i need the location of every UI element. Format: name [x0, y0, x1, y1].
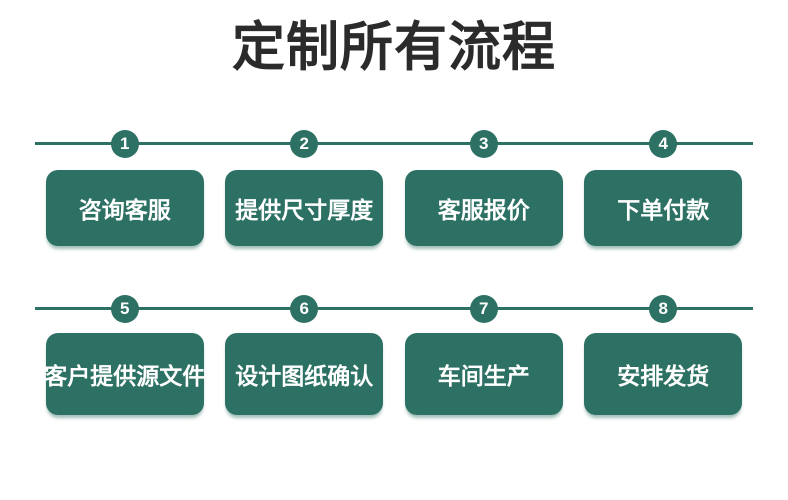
step-number-badge: 5: [110, 295, 139, 323]
timeline-row-2: 5 6 7 8: [35, 295, 753, 323]
timeline-node: 7: [394, 295, 574, 323]
step-box: 客户提供源文件: [44, 333, 206, 415]
timeline-line: [35, 307, 753, 310]
step-label: 咨询客服: [78, 197, 171, 223]
timeline-row-1: 1 2 3 4: [35, 130, 753, 158]
step-box: 客服报价: [404, 170, 563, 246]
step-box: 下单付款: [584, 170, 743, 246]
step-label: 下单付款: [617, 197, 710, 223]
flow-row-1: 1 2 3 4 咨询客服 提供尺寸厚度: [35, 130, 753, 246]
timeline-node: 2: [215, 130, 395, 158]
step-cell: 下单付款: [574, 170, 754, 246]
step-label: 车间生产: [437, 363, 530, 389]
step-box: 设计图纸确认: [225, 333, 384, 415]
step-boxes-row-2: 客户提供源文件 设计图纸确认 车间生产 安排发货: [35, 333, 753, 415]
step-number-badge: 7: [469, 295, 498, 323]
step-label: 安排发货: [617, 363, 710, 389]
step-cell: 设计图纸确认: [215, 333, 395, 415]
flow-row-2: 5 6 7 8 客户提供源文件 设计图纸确认: [35, 295, 753, 415]
timeline-node: 5: [35, 295, 215, 323]
step-number-badge: 6: [290, 295, 319, 323]
step-cell: 客户提供源文件: [35, 333, 215, 415]
step-cell: 安排发货: [574, 333, 754, 415]
step-box: 车间生产: [404, 333, 563, 415]
step-cell: 客服报价: [394, 170, 574, 246]
timeline-node: 4: [574, 130, 754, 158]
timeline-node: 1: [35, 130, 215, 158]
step-label: 客户提供源文件: [44, 363, 206, 389]
step-box: 咨询客服: [45, 170, 204, 246]
step-box: 安排发货: [584, 333, 743, 415]
step-number-badge: 3: [469, 130, 498, 158]
timeline-line: [35, 142, 753, 145]
timeline-node: 3: [394, 130, 574, 158]
step-label: 设计图纸确认: [235, 363, 374, 389]
process-flow: 1 2 3 4 咨询客服 提供尺寸厚度: [35, 130, 753, 415]
page-title: 定制所有流程: [232, 18, 556, 77]
timeline-node: 6: [215, 295, 395, 323]
step-label: 提供尺寸厚度: [235, 197, 374, 223]
timeline-node: 8: [574, 295, 754, 323]
step-cell: 车间生产: [394, 333, 574, 415]
step-number-badge: 2: [290, 130, 319, 158]
step-number-badge: 4: [649, 130, 678, 158]
step-cell: 提供尺寸厚度: [215, 170, 395, 246]
step-label: 客服报价: [437, 197, 530, 223]
step-number-badge: 1: [110, 130, 139, 158]
step-boxes-row-1: 咨询客服 提供尺寸厚度 客服报价 下单付款: [35, 170, 753, 246]
step-cell: 咨询客服: [35, 170, 215, 246]
step-box: 提供尺寸厚度: [225, 170, 384, 246]
step-number-badge: 8: [649, 295, 678, 323]
